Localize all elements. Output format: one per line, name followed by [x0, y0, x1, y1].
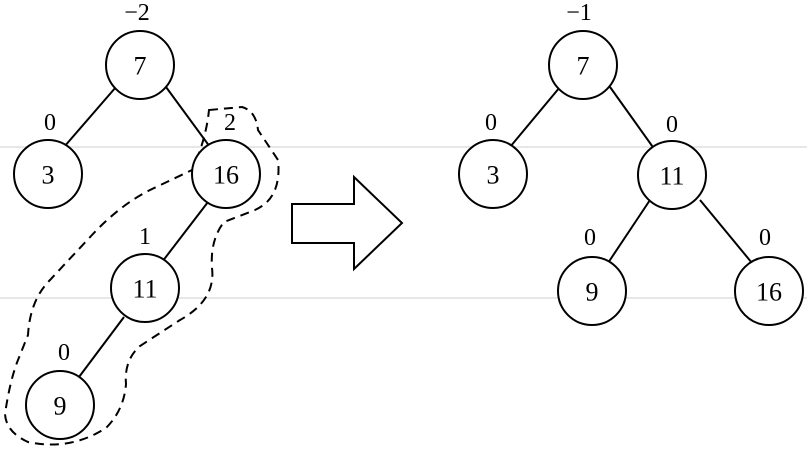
after-node-9: 9: [557, 256, 627, 326]
after-balance-7: −1: [566, 0, 592, 26]
after-edge-11-9: [607, 199, 651, 264]
after-node-11: 11: [637, 140, 707, 210]
after-edge-11-16: [699, 199, 753, 264]
after-balance-3: 0: [485, 110, 497, 136]
before-balance-11: 1: [139, 224, 151, 250]
before-edge-7-16: [165, 86, 211, 148]
dashed-highlight-outline: [3, 105, 280, 446]
svg-text:16: 16: [213, 161, 239, 190]
before-edge-16-11: [161, 201, 209, 263]
before-balance-16: 2: [224, 110, 236, 136]
before-node-7: 7: [105, 30, 175, 100]
before-balance-7: −2: [124, 0, 150, 26]
before-node-9: 9: [25, 370, 95, 440]
after-edge-7-11: [609, 86, 656, 151]
after-node-16: 16: [734, 256, 804, 326]
svg-text:11: 11: [132, 275, 157, 304]
svg-text:9: 9: [54, 392, 67, 421]
svg-text:11: 11: [659, 162, 684, 191]
svg-text:9: 9: [586, 278, 599, 307]
after-node-3: 3: [458, 139, 528, 209]
after-edge-7-3: [509, 86, 561, 148]
before-node-11: 11: [110, 253, 180, 323]
svg-text:7: 7: [577, 52, 590, 81]
before-balance-9: 0: [58, 340, 70, 366]
svg-text:7: 7: [134, 52, 147, 81]
svg-text:3: 3: [42, 161, 55, 190]
after-node-7: 7: [548, 30, 618, 100]
before-edge-11-9: [78, 316, 125, 378]
svg-text:16: 16: [756, 278, 782, 307]
after-balance-16: 0: [759, 225, 771, 251]
before-edge-7-3: [63, 86, 117, 148]
before-node-3: 3: [13, 139, 83, 209]
svg-text:3: 3: [487, 161, 500, 190]
before-balance-3: 0: [44, 110, 56, 136]
before-node-16: 16: [191, 139, 261, 209]
right-arrow-icon: [291, 174, 404, 272]
after-balance-11: 0: [666, 112, 678, 138]
after-balance-9: 0: [584, 225, 596, 251]
